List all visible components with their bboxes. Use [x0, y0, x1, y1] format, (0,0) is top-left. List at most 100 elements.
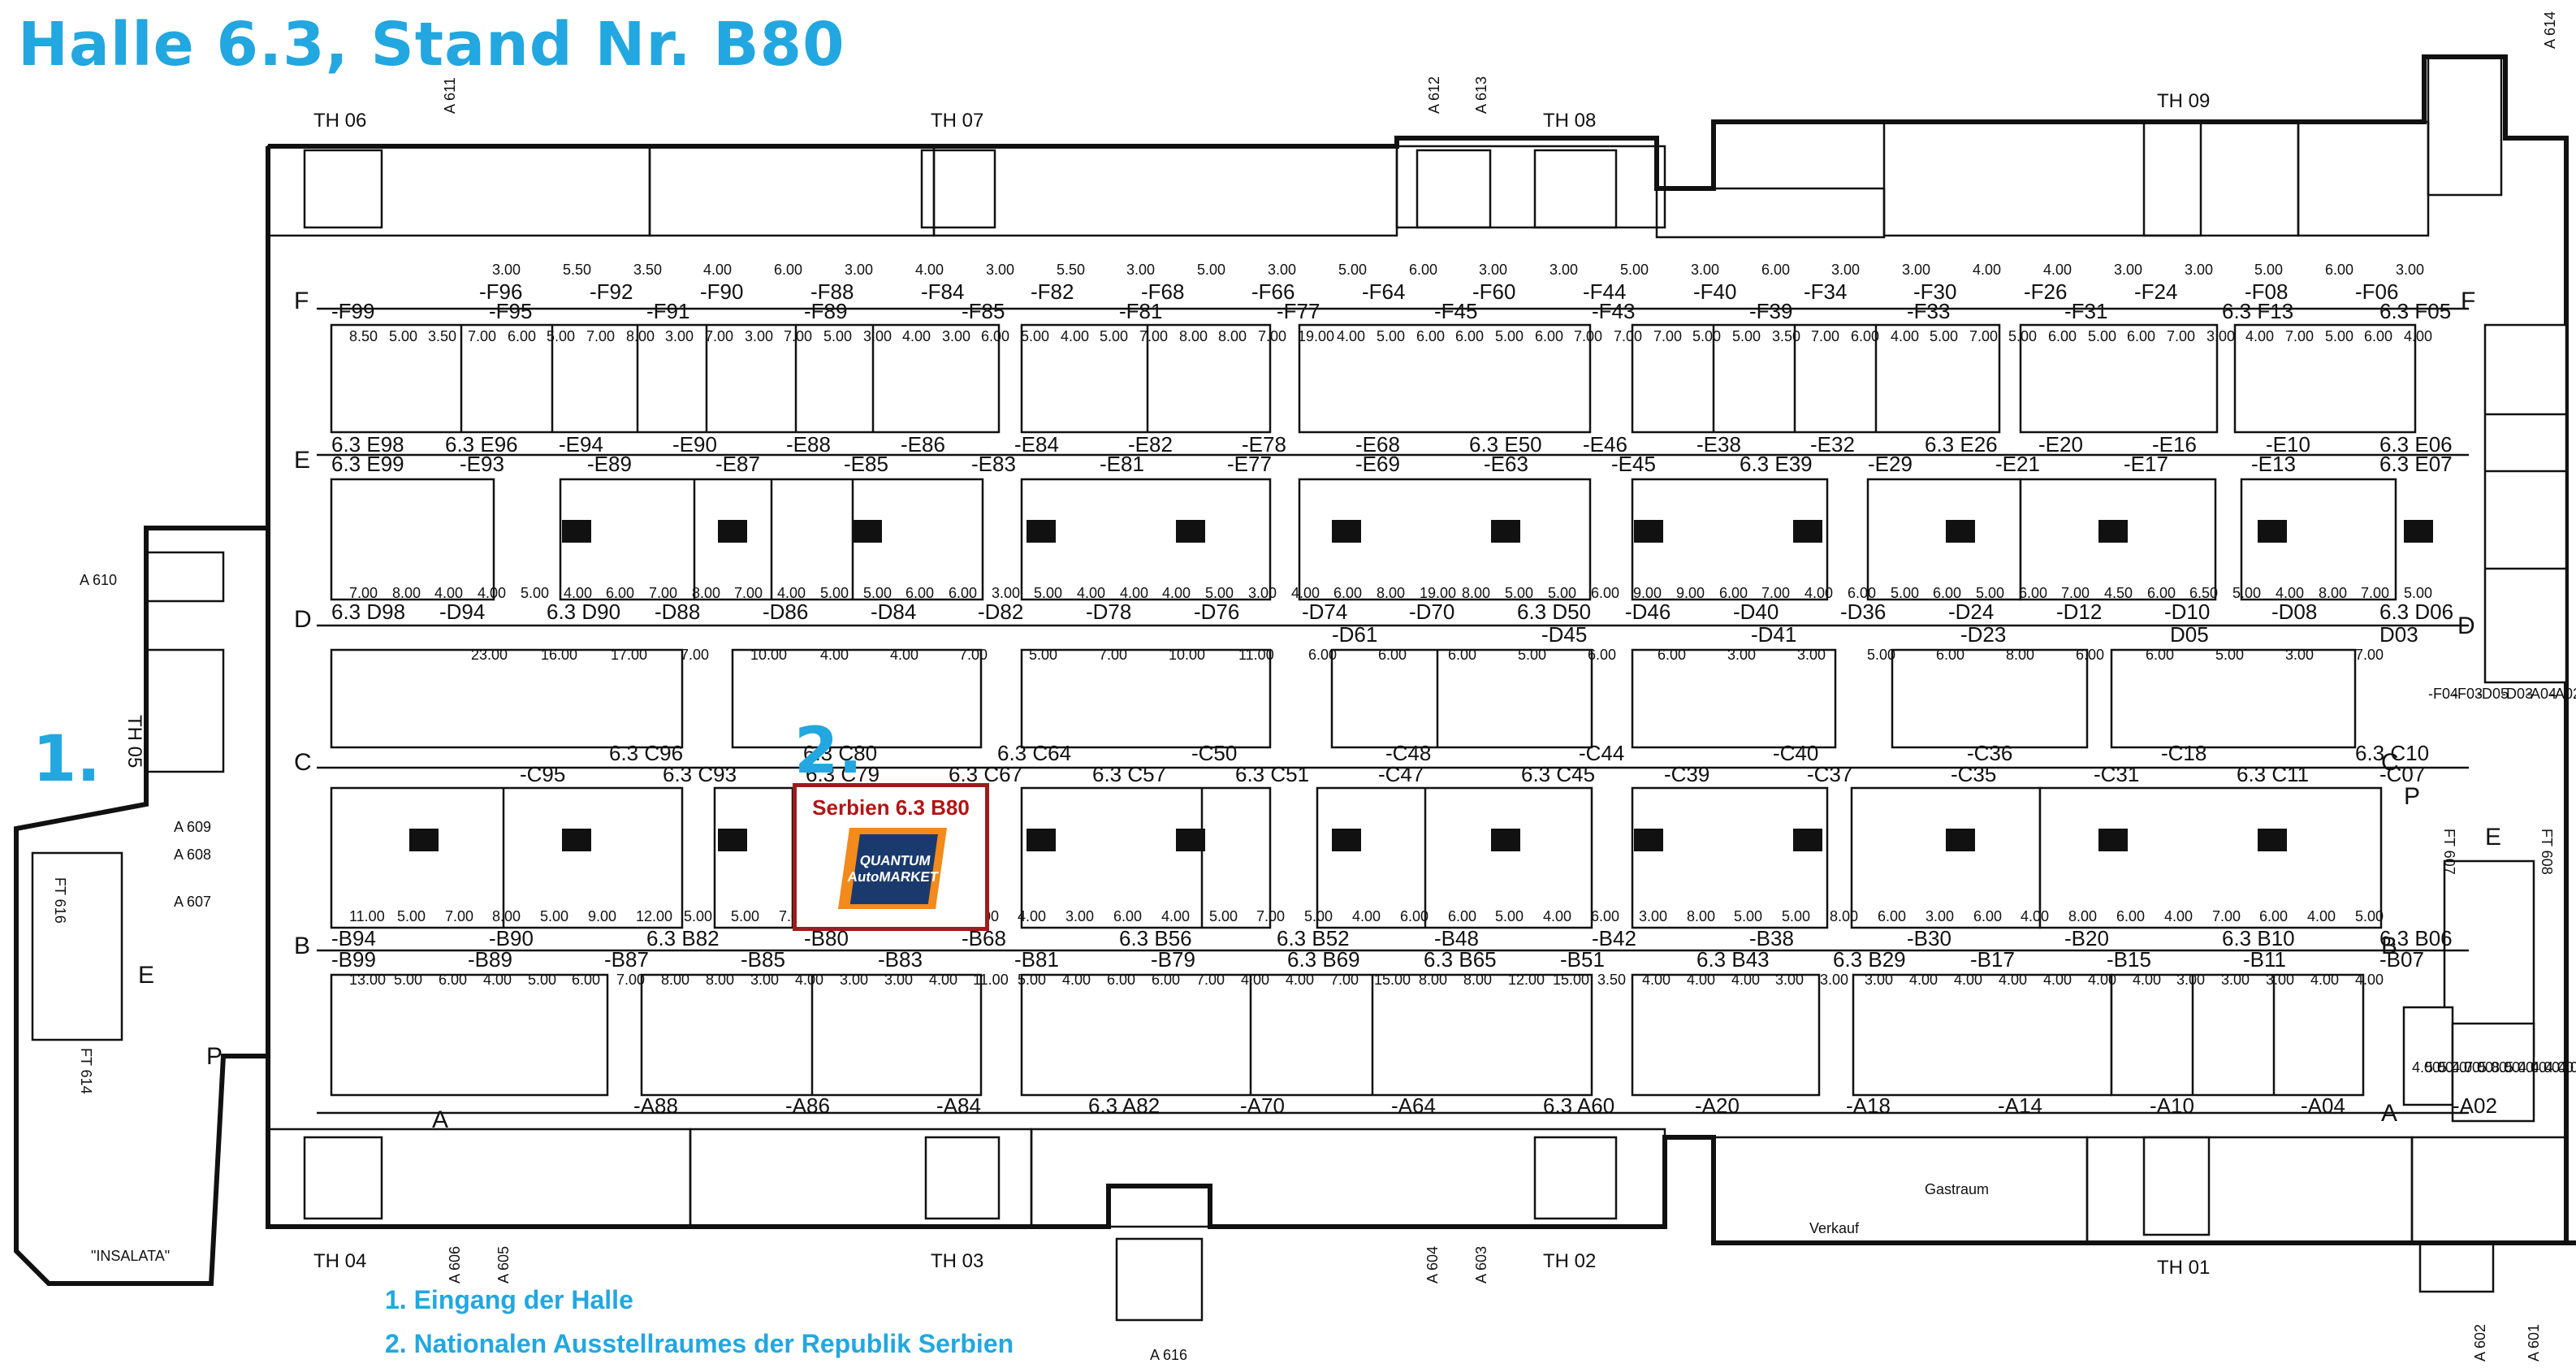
booth-label-row-f: 6.3 F13	[2222, 299, 2293, 323]
highlighted-stand-b80[interactable]: Serbien 6.3 B80 QUANTUM AutoMARKET	[793, 783, 989, 931]
booth-label-row-f: -F77	[1277, 299, 1320, 323]
booth-label-row-d: -D40	[1733, 600, 1779, 624]
booth-label-row-e: -E38	[1696, 432, 1741, 457]
booth-label-row-c: -C07	[2379, 762, 2425, 786]
stair-th08: TH 08	[1543, 110, 1596, 132]
booth-dimension: 3.00	[845, 262, 873, 278]
booth-label-row-b: 6.3 B65	[1424, 947, 1497, 972]
booth-dimension: 4.00	[1804, 585, 1833, 601]
booth-label-row-d: D03	[2379, 622, 2418, 647]
booth-label-row-d: 6.3 D90	[547, 600, 620, 624]
booth-dimension: 6.00	[1591, 908, 1619, 924]
booth-dimension: 4.00	[1352, 908, 1381, 924]
booth-dimension: 4.00	[1954, 972, 1982, 988]
booth-dimension: 3.00	[2266, 972, 2294, 988]
booth-dimension: 4.00	[2412, 1059, 2440, 1076]
booth-dimension: 5.00	[1029, 647, 1057, 663]
row-letter-a-right: A	[2381, 1100, 2397, 1127]
booth-label-row-f: -F24	[2134, 279, 2177, 304]
booth-dimension: 7.00	[784, 328, 812, 344]
row-letter-c: C	[294, 749, 312, 776]
row-letters: F E D C B A F D C B A P P E E	[138, 288, 2501, 1133]
booth-dimension: 4.00	[820, 647, 849, 663]
booth-label-row-f: -F99	[331, 299, 374, 323]
booth-label-row-b: -B11	[2243, 947, 2286, 972]
booth-label-row-c: 6.3 C51	[1235, 762, 1309, 786]
booth-label-row-f: -F30	[1913, 279, 1956, 304]
booth-dimension: 5.00	[684, 908, 712, 924]
booth-dimension: 5.00	[823, 328, 852, 344]
row-letter-a: A	[432, 1106, 448, 1133]
booth-dimension: 5.00	[394, 972, 422, 988]
booth-label-row-e: -E88	[786, 432, 831, 457]
booth-dimension: 5.00	[1018, 972, 1046, 988]
booth-label-row-b: 6.3 B82	[646, 926, 720, 950]
booth-label-row-b: -B90	[489, 926, 534, 950]
booth-dimension: 4.00	[2021, 908, 2049, 924]
booth-label-row-e: -E45	[1611, 452, 1656, 476]
booth-label-row-e: -E85	[844, 452, 888, 476]
booth-label-row-f: -F96	[479, 279, 522, 304]
booth-label-row-f: -F92	[590, 279, 633, 304]
booth-dimension: 6.00	[2259, 908, 2288, 924]
booth-dimension: 4.00	[1337, 328, 1365, 344]
booth-dimension: 6.00	[1448, 908, 1476, 924]
booth-dimension: 8.00	[2068, 908, 2097, 924]
booth-dimension: 4.00	[1061, 328, 1089, 344]
booth-dimension: 5.00	[1338, 262, 1367, 278]
logo-inner: QUANTUM AutoMARKET	[846, 834, 940, 904]
booth-dimension: 6.00	[774, 262, 802, 278]
booth-dimension: 5.00	[540, 908, 568, 924]
booth-dimension: 3.00	[992, 585, 1020, 601]
booth-label-row-d: 6.3 D50	[1517, 600, 1591, 624]
booth-label-row-c: 6.3 C80	[803, 741, 877, 765]
booth-dimension: 3.00	[840, 972, 868, 988]
booth-label-row-c: -C47	[1378, 762, 1424, 786]
booth-label-row-d: -D41	[1751, 622, 1796, 647]
booth-dimension: 3.00	[1831, 262, 1860, 278]
booth-dimension: 8.00	[1463, 972, 1492, 988]
booth-dimension: 3.00	[884, 972, 913, 988]
booth-dimension: 6.00	[1152, 972, 1180, 988]
booth-label-row-d: D05	[2170, 622, 2209, 647]
booth-label-row-a: -A02	[2453, 1093, 2497, 1118]
booth-dimension: 5.00	[1034, 585, 1062, 601]
booth-label-row-a: -A70	[1240, 1093, 1285, 1118]
booth-label-row-e: -E13	[2251, 452, 2296, 476]
booth-dimension: 8.00	[1179, 328, 1208, 344]
stair-th04: TH 04	[313, 1250, 366, 1272]
door-a606: A 606	[447, 1246, 463, 1284]
booth-label-right: -A04	[2526, 686, 2557, 702]
booth-label-row-e: -E82	[1128, 432, 1173, 457]
booth-label-right: -F04	[2428, 686, 2458, 702]
booth-dimension: 6.00	[2127, 328, 2155, 344]
booth-dimension: 3.00	[492, 262, 521, 278]
booth-dimension: 6.00	[1455, 328, 1484, 344]
booth-label-row-d: 6.3 D06	[2379, 600, 2453, 624]
booth-label-row-c: -C40	[1773, 741, 1818, 765]
booth-label-row-b: -B87	[604, 947, 649, 972]
booth-dimension: 19.00	[1420, 585, 1456, 601]
booth-label-right: -A02	[2550, 686, 2576, 702]
booth-label-row-f: -F26	[2024, 279, 2067, 304]
booth-dimension: 3.00	[1691, 262, 1719, 278]
booth-dimension: 8.00	[1377, 585, 1405, 601]
booth-label-row-e: 6.3 E26	[1925, 432, 1998, 457]
booth-label-row-a: -A14	[1998, 1093, 2042, 1118]
booth-dimension: 4.00	[1077, 585, 1105, 601]
booth-dimension: 4.00	[1120, 585, 1148, 601]
booth-dimension: 7.00	[1139, 328, 1168, 344]
booth-dimension: 4.00	[1891, 328, 1919, 344]
booth-dimension: 17.00	[611, 647, 647, 663]
booth-label-row-e: -E78	[1242, 432, 1286, 457]
booth-label-row-e: -E94	[559, 432, 603, 457]
booth-label-row-b: -B85	[741, 947, 785, 972]
booth-dimension: 4.00	[902, 328, 931, 344]
room-gastraum: Gastraum	[1925, 1181, 1989, 1197]
booth-label-row-f: -F89	[804, 299, 847, 323]
booth-label-row-f: -F44	[1583, 279, 1626, 304]
booth-dimension: 3.00	[2396, 262, 2424, 278]
booth-label-row-a: -A20	[1695, 1093, 1740, 1118]
booth-label-row-b: 6.3 B56	[1119, 926, 1192, 950]
booth-dimension: 4.00	[2133, 972, 2161, 988]
